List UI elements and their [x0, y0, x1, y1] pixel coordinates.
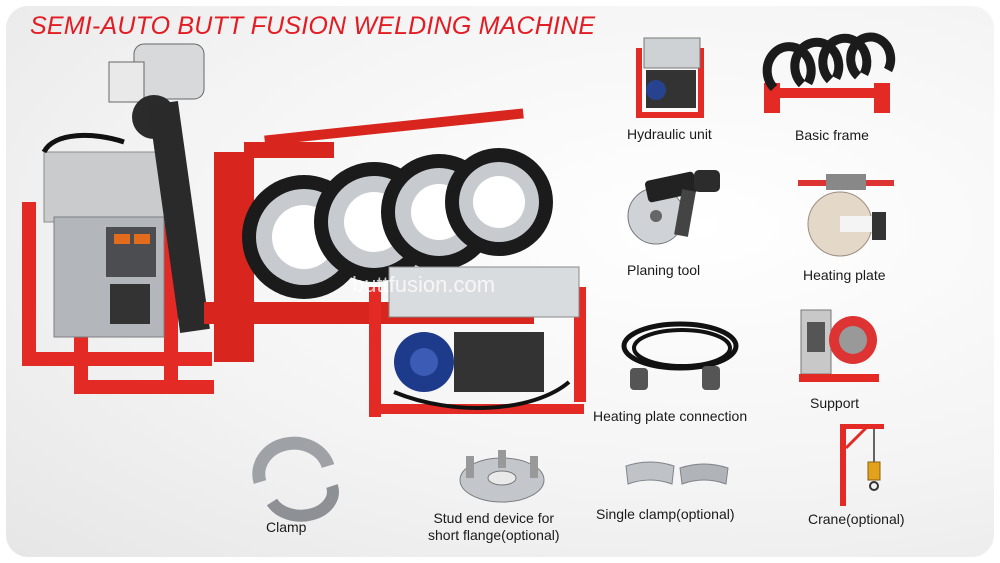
basic-frame-image: [762, 32, 896, 113]
component-label-heating-plate: Heating plate: [803, 267, 886, 283]
component-label-single-clamp: Single clamp(optional): [596, 506, 735, 522]
stud-end-device-image: [459, 450, 545, 503]
component-label-stud-end-line2: short flange(optional): [428, 527, 560, 543]
component-label-hydraulic-unit: Hydraulic unit: [627, 126, 712, 142]
component-label-crane: Crane(optional): [808, 511, 905, 527]
heating-plate-image: [798, 174, 894, 257]
component-label-clamp: Clamp: [266, 519, 307, 535]
watermark-text: buttfusion.com: [352, 272, 496, 297]
support-image: [799, 309, 879, 382]
page-title: SEMI-AUTO BUTT FUSION WELDING MACHINE: [30, 12, 596, 40]
component-label-heating-plate-connection: Heating plate connection: [593, 408, 748, 424]
crane-image: [840, 424, 884, 506]
single-clamp-image: [625, 461, 729, 485]
hydraulic-unit-image: [636, 37, 704, 118]
component-label-support: Support: [810, 395, 860, 411]
component-label-planing-tool: Planing tool: [627, 262, 701, 278]
component-label-basic-frame: Basic frame: [795, 127, 869, 143]
cable-image: [621, 321, 739, 390]
planing-tool-image: [627, 170, 720, 245]
component-label-stud-end-device: Stud end device for short flange(optiona…: [428, 510, 560, 544]
clamp-image: [252, 436, 339, 522]
component-label-stud-end-line1: Stud end device for: [433, 510, 555, 526]
main-machine-image: [22, 43, 586, 417]
